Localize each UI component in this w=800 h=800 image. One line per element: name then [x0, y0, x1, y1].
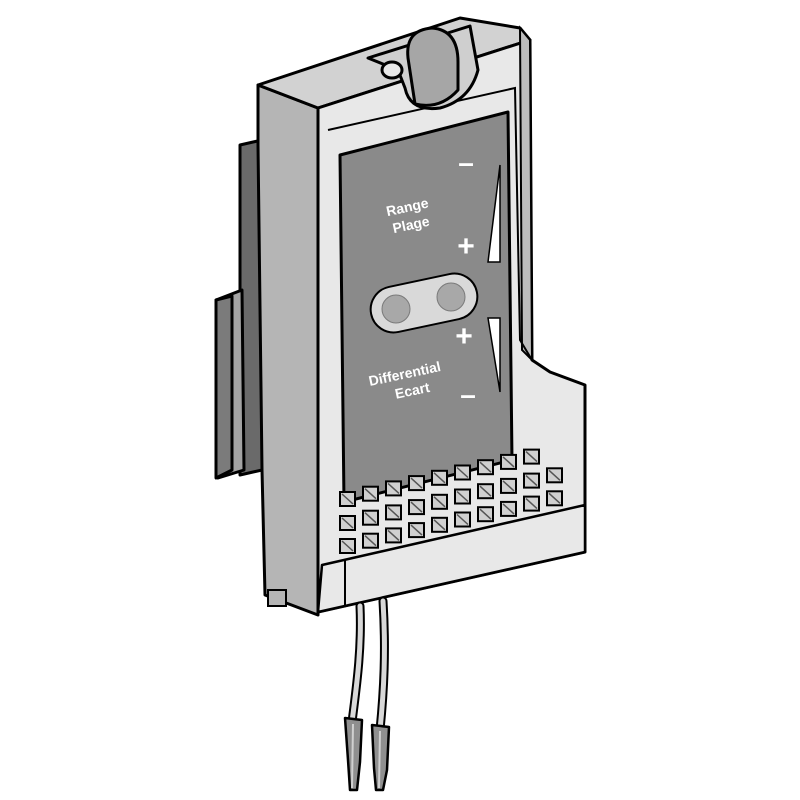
lead-wires — [347, 596, 389, 735]
grille-vent-shade — [341, 540, 354, 552]
adjustment-screw-housing[interactable] — [366, 269, 481, 336]
grille-vent-shade — [502, 503, 515, 515]
range-adjust-screw[interactable] — [381, 294, 411, 324]
hanging-slot — [366, 24, 480, 111]
range-plus-symbol: + — [457, 230, 475, 263]
grille-vent-shade — [525, 451, 538, 463]
grille-vent-shade — [456, 513, 469, 526]
grille-vent-shade — [341, 517, 354, 529]
grille-vent-shade — [479, 485, 492, 497]
grille-vent-shade — [387, 482, 400, 494]
grille-vent-shade — [548, 469, 561, 481]
grille-vent-shade — [410, 477, 423, 489]
grille-vent-shade — [525, 498, 538, 510]
grille-vent-shade — [341, 493, 354, 505]
grille-vent-shade — [456, 466, 469, 479]
terminal-grille — [339, 448, 563, 554]
wire-ferrules — [343, 716, 391, 792]
housing-right-bevel — [518, 25, 534, 363]
grille-vent-shade — [479, 508, 492, 520]
grille-vent-shade — [456, 490, 469, 503]
grille-vent-shade — [364, 535, 377, 547]
differential-scale-wedge — [487, 317, 501, 393]
grille-vent-shade — [502, 480, 515, 492]
grille-vent-shade — [387, 529, 400, 541]
range-scale-wedge — [487, 164, 501, 263]
rear-mounting-bracket — [214, 138, 264, 480]
grille-vent-shade — [433, 496, 446, 508]
range-minus-symbol: – — [458, 147, 474, 178]
plage-label: Plage — [391, 213, 431, 236]
differential-plus-symbol: + — [455, 320, 473, 353]
panel-frame — [327, 86, 533, 361]
housing-side-face — [256, 83, 320, 617]
grille-vent-shade — [364, 488, 377, 500]
housing-bottom-lip — [316, 503, 587, 614]
grille-vent-shade — [364, 512, 377, 524]
differential-minus-symbol: – — [460, 379, 476, 410]
differential-adjust-screw[interactable] — [436, 282, 466, 312]
grille-vent-shade — [387, 506, 400, 518]
bottom-connector-tab — [267, 589, 287, 607]
ecart-label: Ecart — [393, 379, 431, 402]
grille-vent-shade — [433, 519, 446, 531]
grille-vent-shade — [525, 475, 538, 487]
grille-vent-shade — [410, 501, 423, 513]
grille-vent-shade — [548, 492, 561, 504]
grille-vent-shade — [433, 472, 446, 484]
grille-vent-shade — [502, 456, 515, 468]
grille-vent-shade — [479, 461, 492, 473]
grille-vent-shade — [410, 524, 423, 536]
